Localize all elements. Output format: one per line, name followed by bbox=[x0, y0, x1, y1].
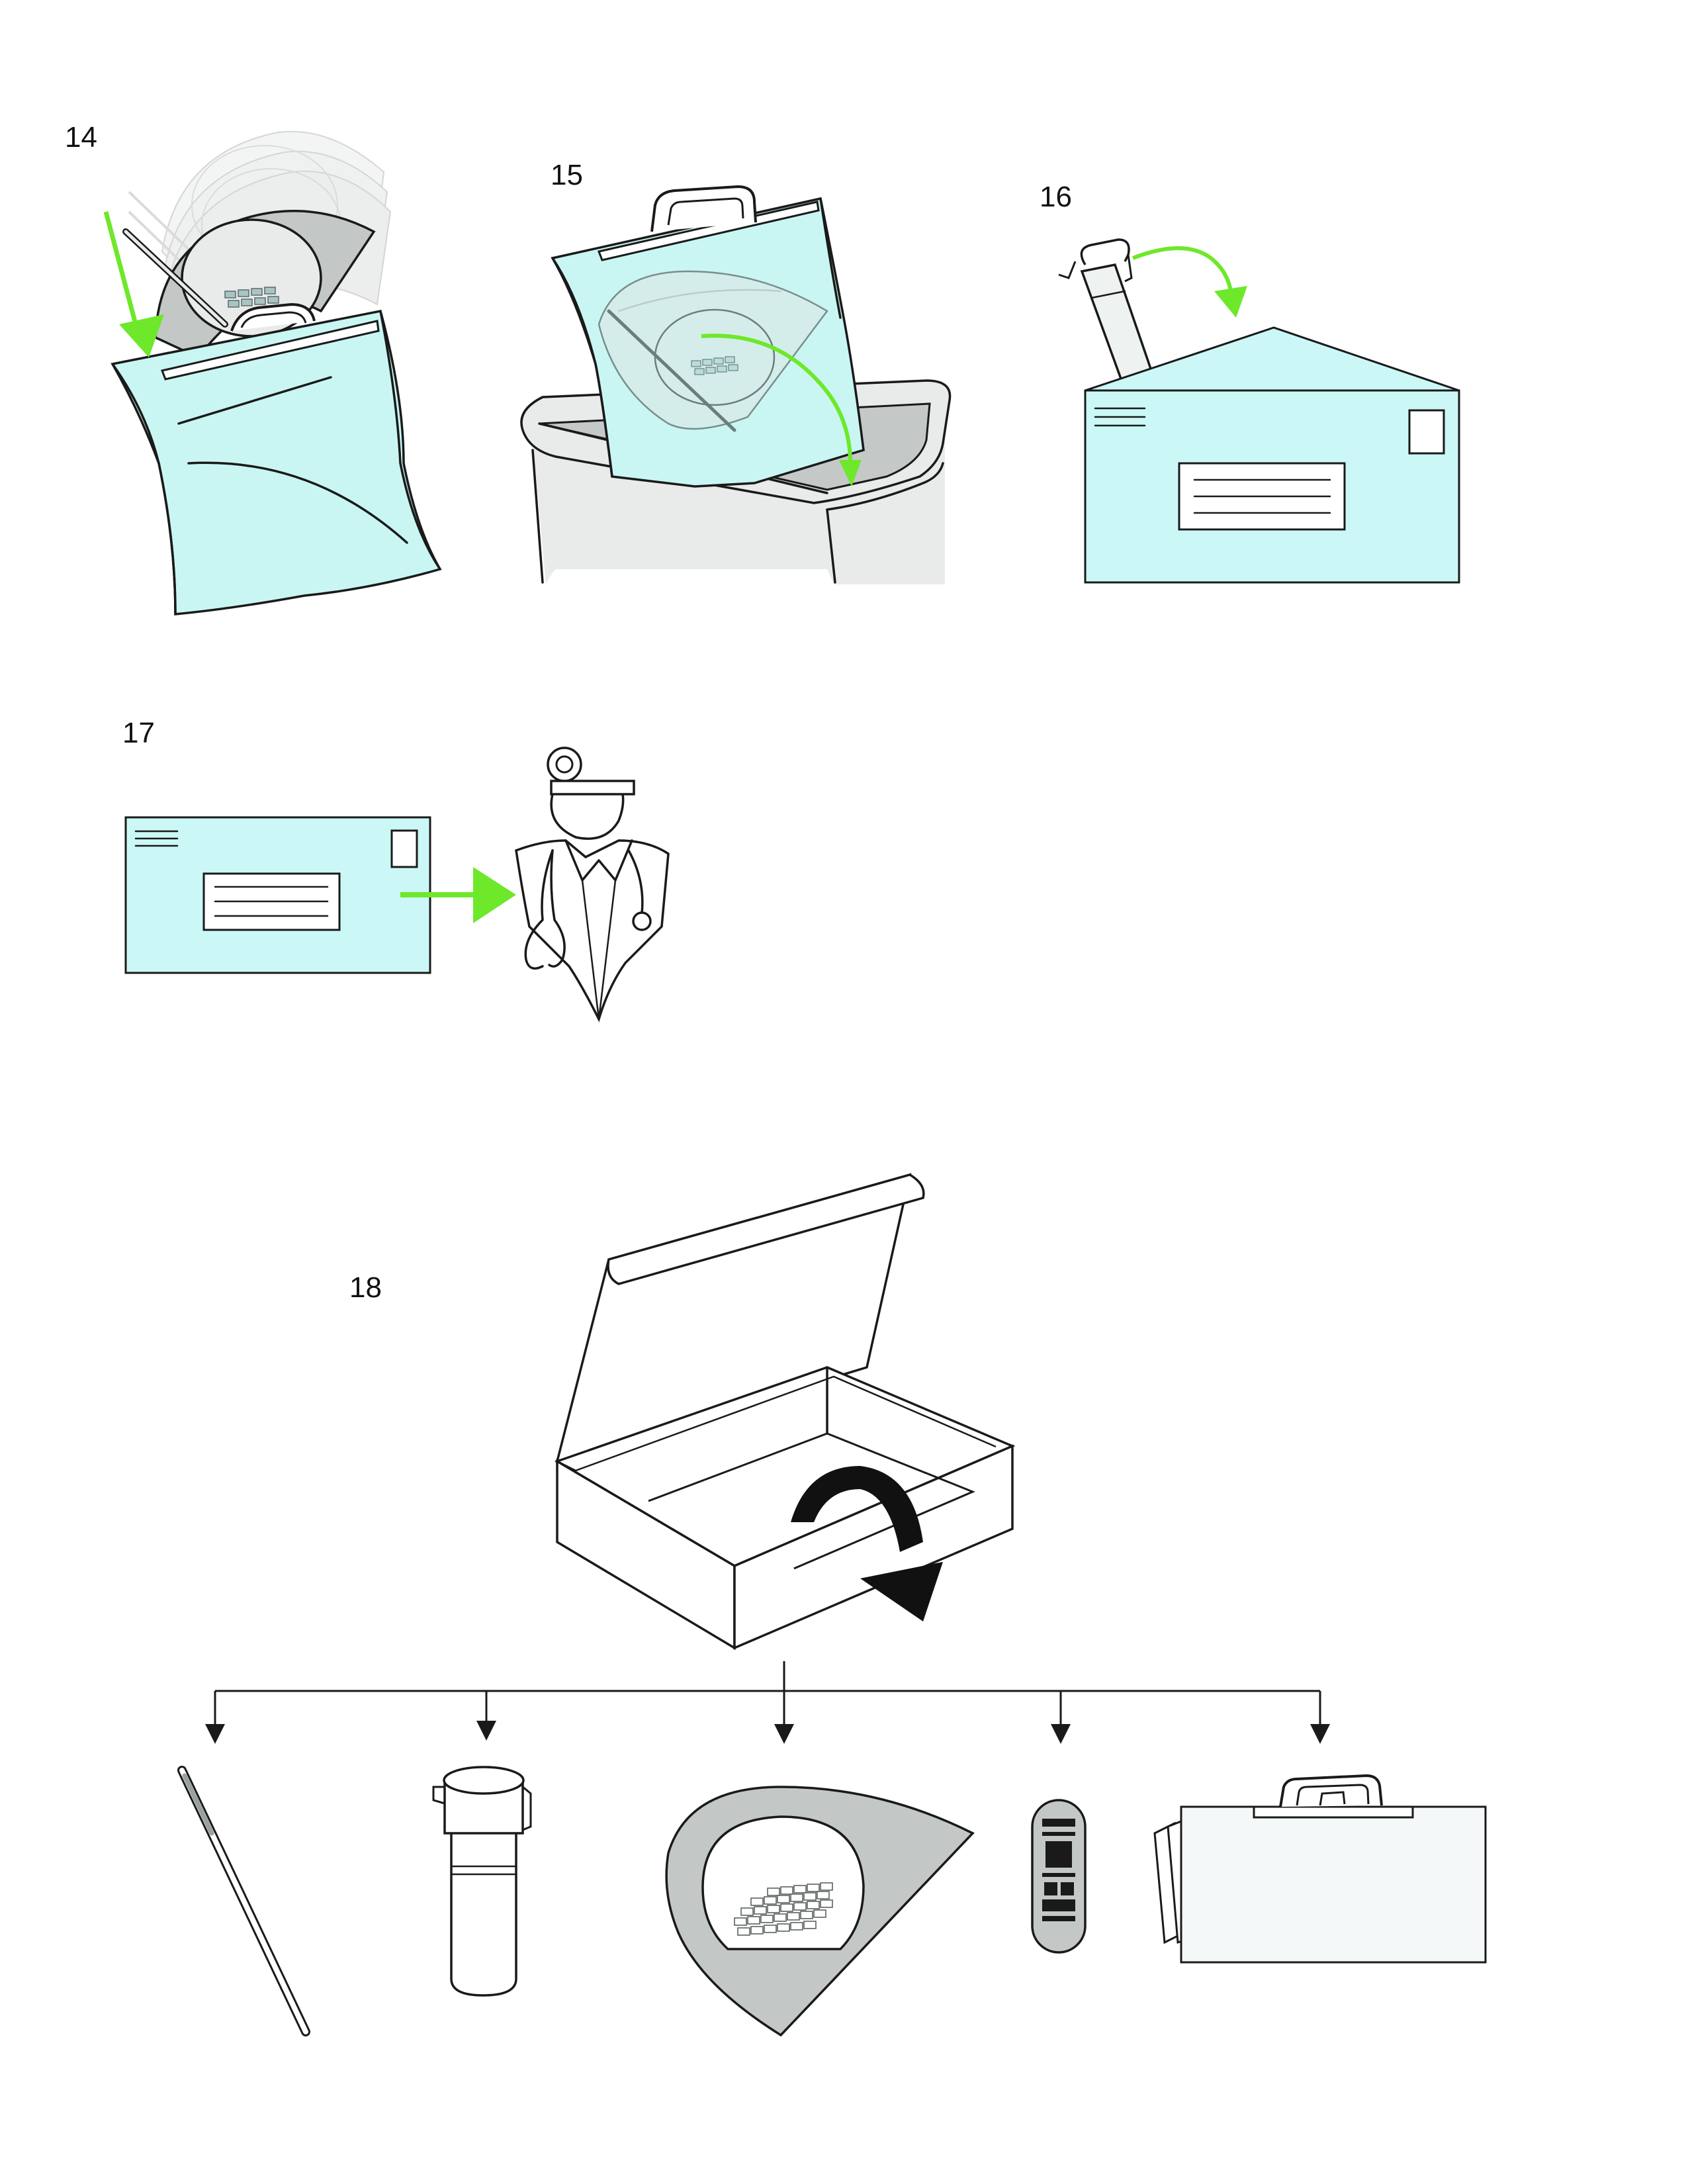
envelope-icon bbox=[124, 816, 431, 974]
step-18: 18 bbox=[177, 1173, 1487, 2037]
step-17: 17 bbox=[122, 717, 670, 1023]
contents-tree bbox=[205, 1661, 1330, 1744]
step-17-number: 17 bbox=[122, 717, 155, 749]
sample-bag-icon bbox=[111, 302, 442, 615]
sample-bag-icon bbox=[551, 185, 865, 488]
green-arrow-icon bbox=[400, 867, 516, 923]
green-arrow-icon bbox=[701, 334, 862, 486]
envelope-icon bbox=[1084, 326, 1460, 584]
green-arrow-icon bbox=[1132, 246, 1247, 318]
open-box-icon bbox=[554, 1173, 1016, 1651]
black-arrow-icon bbox=[791, 1466, 943, 1621]
sample-tube-icon bbox=[432, 1766, 532, 1997]
step-16: 16 bbox=[1040, 181, 1460, 584]
step-15: 15 bbox=[520, 159, 952, 584]
step-14: 14 bbox=[65, 121, 442, 615]
stool-collector-icon bbox=[665, 1786, 975, 2037]
label-icon bbox=[1031, 1799, 1087, 1954]
step-15-number: 15 bbox=[551, 159, 583, 191]
step-16-number: 16 bbox=[1040, 181, 1072, 213]
sample-tube-icon bbox=[1058, 238, 1153, 383]
stick-icon bbox=[177, 1766, 310, 2036]
step-18-number: 18 bbox=[349, 1271, 382, 1304]
doctor-icon bbox=[515, 747, 670, 1023]
green-arrow-icon bbox=[103, 211, 164, 357]
bag-icon bbox=[1153, 1774, 1487, 1964]
step-14-number: 14 bbox=[65, 121, 97, 154]
